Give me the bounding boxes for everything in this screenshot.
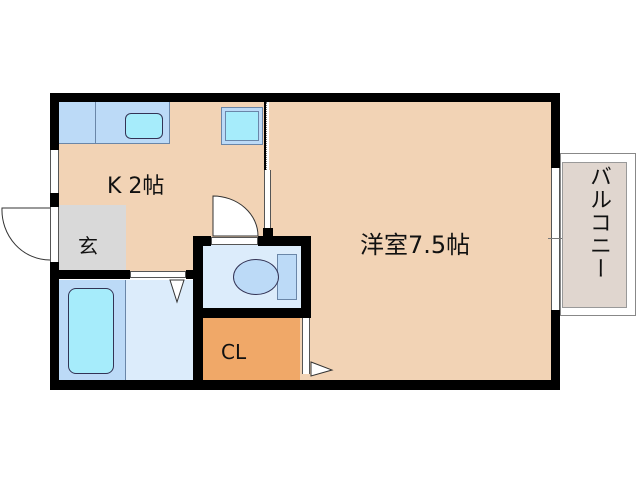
wall-bottom [50, 380, 560, 390]
toilet-door-swing-icon [212, 195, 259, 237]
wall-toilet-top-right [258, 236, 311, 246]
balcony-window-icon[interactable] [551, 168, 560, 310]
wall-toilet-right [301, 236, 311, 316]
toilet-icon [233, 259, 279, 295]
wall-left-lower [50, 262, 59, 390]
closet-label: CL [221, 340, 247, 364]
balcony-floor [562, 162, 627, 308]
sliding-door-top-rail [266, 102, 269, 170]
wall-toilet-closet-divider [193, 308, 311, 318]
wall-top [50, 93, 560, 102]
toilet-door-opening[interactable] [211, 237, 258, 245]
bath-door-triangle-icon [169, 279, 185, 304]
closet-floor [202, 318, 300, 382]
front-door-swing-icon [1, 207, 51, 261]
bath-door-opening[interactable] [130, 271, 186, 278]
fridge-inner [225, 111, 259, 141]
closet-door-opening[interactable] [302, 318, 310, 374]
kitchen-window [50, 150, 59, 193]
wall-bath-top-stub [186, 270, 195, 279]
front-door-opening[interactable] [50, 207, 59, 262]
closet-door-triangle-icon [310, 361, 334, 377]
western-room-label: 洋室7.5帖 [360, 231, 471, 259]
sliding-door-icon[interactable] [264, 170, 271, 228]
bathtub-icon [68, 288, 114, 374]
wall-kitchen-room-divider-post [263, 228, 273, 240]
entrance-floor [58, 205, 126, 272]
balcony-label: バルコニー [586, 165, 611, 280]
kitchen-sink-icon [125, 113, 163, 139]
wall-bath-top [50, 270, 130, 279]
western-room-floor [270, 100, 552, 382]
wall-right-upper [551, 93, 560, 168]
stove-icon [95, 100, 96, 144]
entrance-label: 玄 [78, 234, 98, 258]
kitchen-label: K 2帖 [107, 174, 165, 199]
wall-left-mid [50, 193, 59, 207]
window-mullion [548, 238, 562, 239]
wall-right-lower [551, 310, 560, 390]
wall-left-upper [50, 93, 59, 150]
